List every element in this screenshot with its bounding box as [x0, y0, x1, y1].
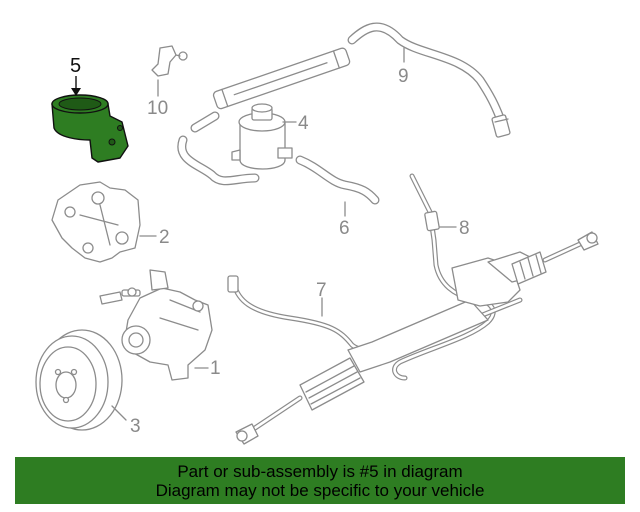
part-9-hose[interactable] [177, 22, 511, 186]
rack-boot-right [511, 251, 547, 285]
rack-boot-left [299, 357, 365, 411]
callout-2: 2 [159, 227, 170, 248]
part-2-bracket[interactable] [51, 181, 141, 263]
leader-lines [71, 47, 457, 421]
part-10-clip[interactable] [151, 45, 188, 77]
part-3-pulley[interactable] [35, 329, 123, 431]
info-banner: Part or sub-assembly is #5 in diagram Di… [15, 457, 625, 504]
part-8-line[interactable] [392, 173, 496, 381]
callout-3: 3 [130, 416, 141, 437]
callout-1: 1 [210, 358, 221, 379]
banner-line-2: Diagram may not be specific to your vehi… [155, 480, 485, 500]
part-6-hose[interactable] [295, 155, 380, 205]
callout-6: 6 [339, 218, 350, 239]
parts-diagram: 1 2 3 4 5 6 7 8 9 10 [35, 22, 599, 445]
banner-line-1: Part or sub-assembly is #5 in diagram [177, 461, 463, 481]
part-4-reservoir[interactable] [231, 103, 293, 170]
part-5-bracket-highlighted[interactable] [51, 94, 129, 163]
callout-labels: 1 2 3 4 5 6 7 8 9 10 [70, 55, 470, 437]
callout-9: 9 [398, 66, 409, 87]
steering-rack[interactable] [235, 231, 599, 445]
part-1-pump[interactable] [99, 269, 213, 381]
callout-10: 10 [147, 98, 168, 119]
callout-4: 4 [298, 113, 309, 134]
callout-7: 7 [316, 280, 327, 301]
callout-8: 8 [459, 218, 470, 239]
callout-5: 5 [70, 55, 81, 77]
